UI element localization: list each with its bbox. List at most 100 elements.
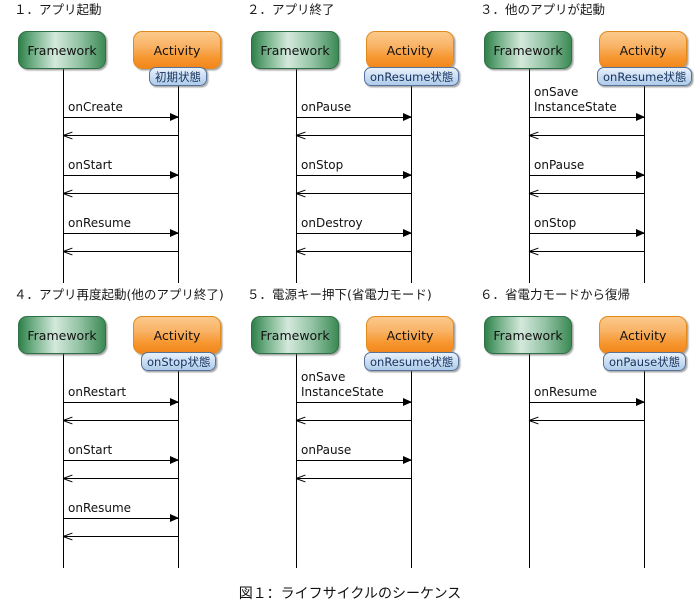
message-arrow [529, 112, 645, 121]
arrowhead-left-icon [528, 189, 539, 194]
return-arrow [295, 416, 411, 425]
arrowhead-left-icon [528, 416, 539, 421]
arrowhead-right-icon [636, 228, 645, 237]
framework-participant-box: Framework [484, 31, 572, 69]
message-label: onRestart [68, 385, 127, 399]
message-label: onSave InstanceState [301, 370, 384, 399]
framework-participant-box: Framework [18, 31, 106, 69]
arrowhead-right-icon [403, 397, 412, 406]
message-arrow [63, 397, 179, 406]
message-label: onResume [534, 385, 598, 399]
arrowhead-left-icon [62, 247, 73, 252]
arrowhead-left-icon [295, 131, 306, 136]
arrowhead-left-icon [62, 532, 73, 537]
activity-label: Activity [619, 327, 667, 343]
arrowhead-right-icon [403, 455, 412, 464]
sequence-panel-4: ４．アプリ再度起動(他のアプリ終了) Framework Activity onSto… [0, 285, 233, 568]
figure-caption: 図１：ライフサイクルのシーケンス [238, 586, 462, 602]
arrowhead-left-icon [528, 193, 539, 198]
message-label: onStop [301, 158, 344, 172]
message-label: onStart [68, 158, 113, 172]
arrowhead-right-icon [170, 112, 179, 121]
message-arrow [296, 455, 412, 464]
activity-lifeline [644, 354, 645, 568]
arrowhead-right-icon [170, 170, 179, 179]
panel-title-4: ４．アプリ再度起動(他のアプリ終了) [14, 287, 224, 302]
activity-participant-box: Activity [599, 31, 687, 69]
arrowhead-left-icon [62, 478, 73, 483]
framework-lifeline [529, 69, 530, 283]
arrowhead-right-icon [170, 455, 179, 464]
message-arrow [296, 112, 412, 121]
arrowhead-right-icon [636, 397, 645, 406]
arrowhead-left-icon [528, 247, 539, 252]
arrowhead-left-icon [528, 131, 539, 136]
arrowhead-left-icon [528, 135, 539, 140]
framework-lifeline [296, 354, 297, 568]
arrowhead-left-icon [295, 251, 306, 256]
arrowhead-right-icon [403, 228, 412, 237]
activity-participant-box: Activity [366, 316, 454, 354]
arrowhead-left-icon [62, 474, 73, 479]
message-label: onSave InstanceState [534, 85, 617, 114]
framework-label: Framework [27, 327, 97, 343]
activity-label: Activity [386, 327, 434, 343]
arrowhead-left-icon [62, 131, 73, 136]
arrowhead-left-icon [295, 189, 306, 194]
message-label: onStart [68, 443, 113, 457]
framework-label: Framework [493, 327, 563, 343]
arrowhead-right-icon [403, 170, 412, 179]
framework-label: Framework [260, 327, 330, 343]
activity-label: Activity [153, 42, 201, 58]
return-arrow [528, 189, 644, 198]
arrowhead-left-icon [295, 474, 306, 479]
framework-lifeline [63, 69, 64, 283]
arrowhead-left-icon [295, 193, 306, 198]
arrowhead-right-icon [170, 513, 179, 522]
framework-label: Framework [27, 42, 97, 58]
arrowhead-right-icon [403, 112, 412, 121]
arrowhead-right-icon [170, 397, 179, 406]
message-label: onPause [534, 158, 585, 172]
message-label: onResume [68, 216, 132, 230]
message-label: onPause [301, 100, 352, 114]
message-arrow [529, 170, 645, 179]
arrowhead-left-icon [295, 416, 306, 421]
return-arrow [62, 247, 178, 256]
message-arrow [63, 112, 179, 121]
framework-lifeline [63, 354, 64, 568]
framework-participant-box: Framework [18, 316, 106, 354]
return-arrow [528, 416, 644, 425]
arrowhead-left-icon [62, 420, 73, 425]
return-arrow [295, 131, 411, 140]
message-arrow [63, 228, 179, 237]
activity-state-badge: 初期状態 [149, 67, 207, 86]
message-arrow [296, 170, 412, 179]
activity-state-badge: onStop状態 [141, 352, 217, 371]
framework-label: Framework [260, 42, 330, 58]
panel-title-3: ３．他のアプリが起動 [480, 2, 606, 17]
message-arrow [529, 228, 645, 237]
message-arrow [529, 397, 645, 406]
return-arrow [295, 189, 411, 198]
arrowhead-right-icon [170, 228, 179, 237]
framework-lifeline [296, 69, 297, 283]
activity-label: Activity [153, 327, 201, 343]
activity-state-badge: onResume状態 [364, 352, 460, 371]
arrowhead-left-icon [62, 189, 73, 194]
arrowhead-right-icon [636, 170, 645, 179]
return-arrow [62, 189, 178, 198]
panel-title-2: ２．アプリ終了 [247, 2, 335, 17]
message-label: onResume [68, 501, 132, 515]
arrowhead-left-icon [295, 135, 306, 140]
arrowhead-left-icon [295, 247, 306, 252]
framework-lifeline [529, 354, 530, 568]
message-arrow [296, 397, 412, 406]
message-label: onDestroy [301, 216, 363, 230]
return-arrow [62, 532, 178, 541]
return-arrow [62, 131, 178, 140]
